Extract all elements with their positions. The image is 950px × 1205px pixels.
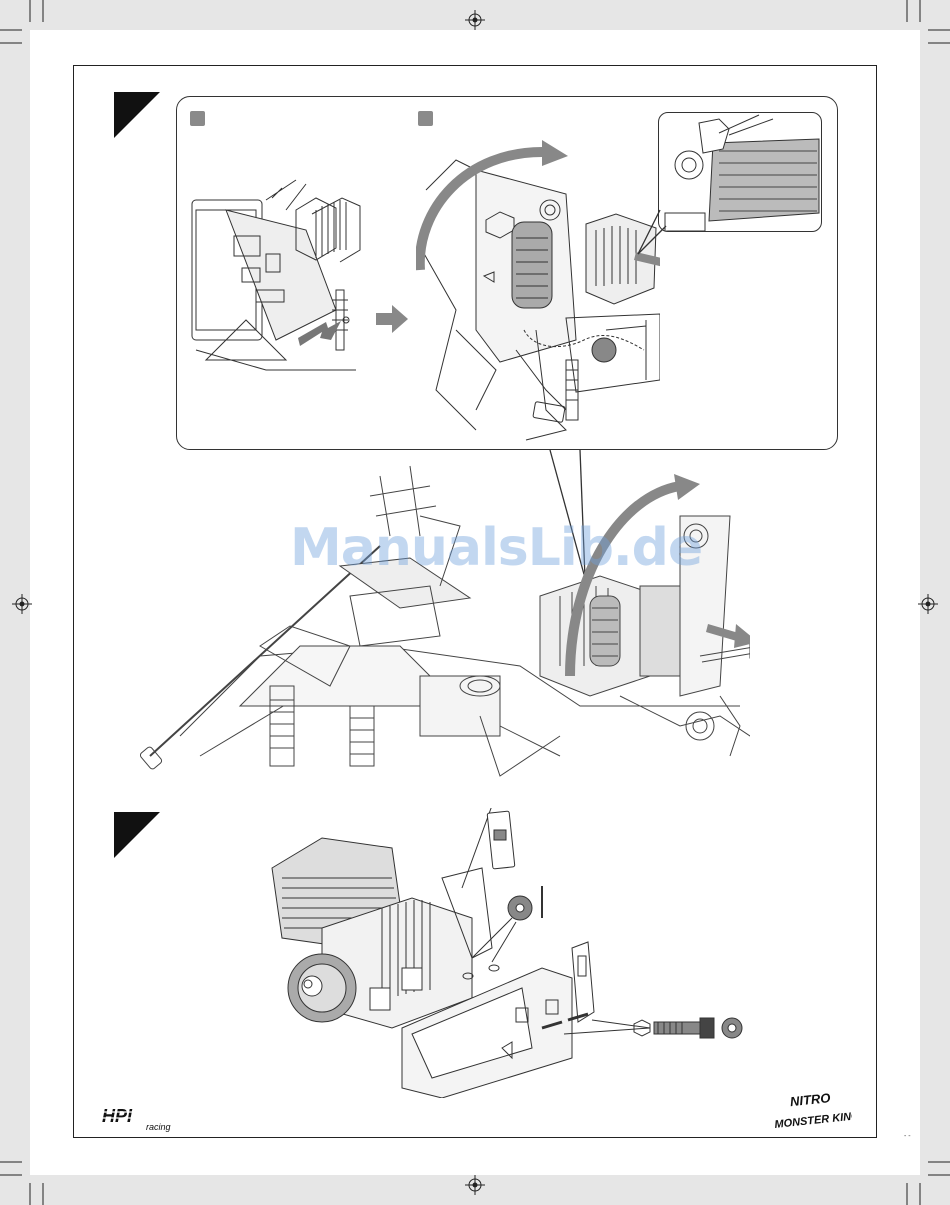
inset-pointer <box>630 200 670 260</box>
nitro-logo-text: NITRO <box>789 1090 831 1109</box>
step-marker-2 <box>114 812 160 858</box>
page-number: - - <box>904 1133 911 1140</box>
racing-logo-text: racing <box>146 1122 171 1132</box>
inset-illustration <box>659 113 821 231</box>
nitro-monster-king-logo: NITRO MONSTER KING <box>772 1088 852 1132</box>
gray-arrow-icon <box>376 305 408 333</box>
sub-step-b-tag <box>418 111 433 126</box>
registration-mark-icon <box>465 1175 485 1195</box>
detail-a-illustration <box>186 170 366 382</box>
chassis-illustration <box>140 456 750 786</box>
step-marker-1 <box>114 92 160 138</box>
hpi-logo-text: HPI <box>102 1106 133 1126</box>
registration-mark-icon <box>465 10 485 30</box>
watermark-text: ManualsLib.de <box>290 518 670 588</box>
registration-mark-icon <box>918 594 938 614</box>
detail-b-illustration <box>416 130 660 442</box>
sub-step-a-tag <box>190 111 205 126</box>
cylinder-head-inset <box>658 112 822 232</box>
engine-mount-illustration <box>262 808 752 1098</box>
hpi-racing-logo: HPI racing <box>100 1106 194 1132</box>
registration-mark-icon <box>12 594 32 614</box>
monster-king-logo-text: MONSTER KING <box>774 1110 852 1131</box>
